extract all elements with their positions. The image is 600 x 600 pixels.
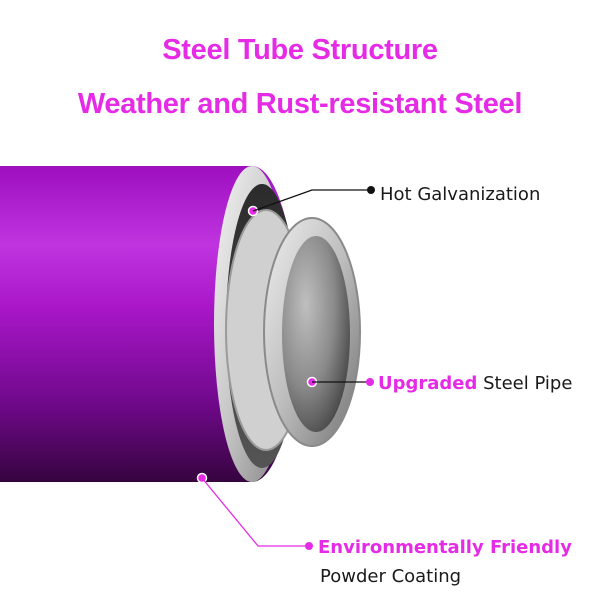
steel-pipe-bore (282, 236, 350, 432)
diagram-subtitle: Weather and Rust-resistant Steel (77, 88, 523, 120)
diagram-title: Steel Tube Structure (162, 34, 438, 66)
coating-end-dot (305, 542, 313, 550)
galvanization-end-dot (367, 186, 375, 194)
steel-pipe-text: Steel Pipe (477, 373, 573, 394)
environmentally-friendly-label: Environmentally Friendly (318, 537, 572, 558)
steel-pipe-end-dot (366, 378, 374, 386)
steel-pipe-label: Upgraded Steel Pipe (378, 373, 572, 394)
coating-leader-line (201, 477, 308, 547)
upgraded-accent-text: Upgraded (378, 373, 478, 394)
hot-galvanization-label: Hot Galvanization (380, 184, 541, 205)
galvanization-leader-line (252, 189, 370, 212)
powder-coating-label: Powder Coating (320, 566, 462, 587)
